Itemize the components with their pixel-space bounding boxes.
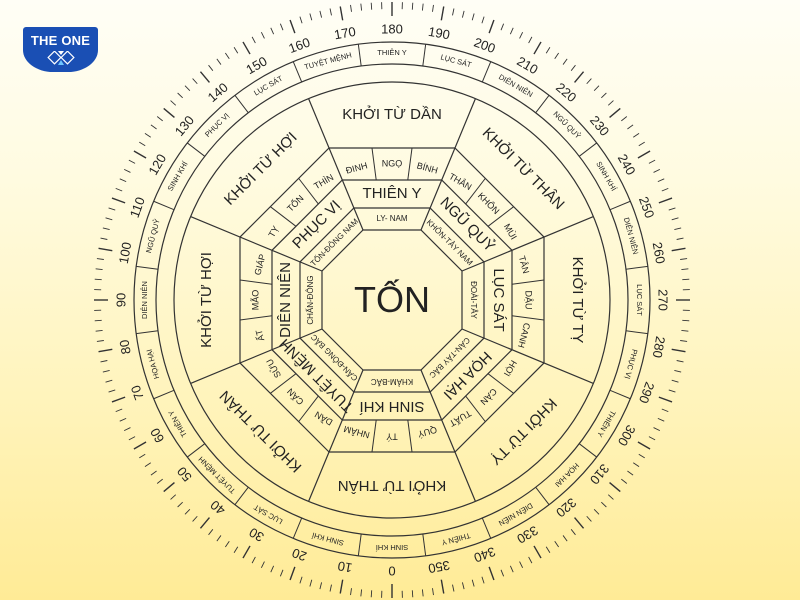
center-trigram-label: TỐN bbox=[354, 278, 430, 320]
mountain-label: MÙI bbox=[502, 222, 519, 241]
degree-label: 0 bbox=[388, 564, 395, 579]
mountain-label: TÂN bbox=[517, 255, 531, 275]
degree-label: 70 bbox=[128, 383, 147, 402]
degree-label: 250 bbox=[636, 195, 658, 221]
mountain-label: ẤT bbox=[254, 328, 267, 342]
outer-ring-star: SINH KHÍ bbox=[594, 160, 619, 193]
outer-ring-star: THIÊN Y bbox=[377, 48, 406, 57]
outer-ring-star: THIÊN Y bbox=[441, 531, 472, 547]
outer-ring-star: LỤC SÁT bbox=[440, 52, 473, 69]
mountain-label: THÌN bbox=[312, 172, 335, 191]
degree-label: 200 bbox=[472, 35, 498, 57]
mountain-label: DẦN bbox=[313, 409, 334, 427]
mountain-label: CẤN bbox=[285, 386, 306, 407]
mountain-label: GIÁP bbox=[252, 253, 267, 276]
outer-ring-star: HỌA HẠI bbox=[553, 461, 581, 489]
degree-label: 300 bbox=[615, 422, 639, 448]
mountain-label: HỢI bbox=[502, 359, 519, 378]
degree-label: 50 bbox=[174, 464, 195, 485]
degree-label: 170 bbox=[333, 24, 357, 43]
start-point-label: KHỞI TỪ TỴ bbox=[569, 257, 587, 344]
brand-logo: THE ONE bbox=[23, 27, 98, 72]
brand-logo-text: THE ONE bbox=[30, 33, 91, 48]
mountain-label: SỬU bbox=[263, 357, 283, 380]
outer-ring-star: SINH KHÍ bbox=[166, 159, 191, 192]
degree-label: 60 bbox=[147, 426, 167, 446]
outer-ring-star: LỤC SÁT bbox=[252, 502, 284, 526]
degree-label: 80 bbox=[116, 339, 133, 356]
mountain-label: TÝ bbox=[386, 432, 398, 442]
degree-label: 350 bbox=[427, 558, 451, 577]
degree-label: 180 bbox=[381, 21, 403, 36]
degree-label: 260 bbox=[650, 241, 669, 265]
start-point-label: KHỞI TỪ DẦN bbox=[342, 105, 442, 123]
outer-ring-star: PHỤC VỊ bbox=[203, 111, 231, 139]
degree-label: 330 bbox=[514, 523, 540, 547]
outer-ring-star: DIÊN NIÊN bbox=[140, 281, 149, 319]
start-point-label: KHỞI TỪ TỴ bbox=[486, 394, 560, 468]
mountain-label: KHÔN bbox=[476, 191, 501, 216]
degree-label: 110 bbox=[127, 195, 148, 220]
mountain-label: TỴ bbox=[266, 224, 280, 239]
outer-ring-star: NGŨ QUỶ bbox=[144, 218, 162, 254]
mountain-label: NHÂM bbox=[343, 424, 371, 441]
mountain-label: DẬU bbox=[524, 290, 534, 309]
outer-ring-star: NGŨ QUỶ bbox=[551, 109, 582, 140]
degree-label: 100 bbox=[116, 241, 135, 265]
trigram-label: ĐOÀI-TÂY bbox=[469, 281, 478, 319]
star-label: SINH KHÍ bbox=[359, 398, 425, 415]
outer-ring-star: LỤC SÁT bbox=[635, 284, 644, 316]
start-point-label: KHỞI TỪ HỢI bbox=[197, 252, 215, 348]
outer-ring-star: HỌA HẠI bbox=[145, 348, 162, 380]
outer-ring-star: DIÊN NIÊN bbox=[497, 72, 534, 99]
degree-label: 120 bbox=[145, 151, 169, 177]
outer-ring-star: DIÊN NIÊN bbox=[497, 501, 534, 528]
star-label: THIÊN Y bbox=[363, 185, 422, 202]
degree-ticks bbox=[94, 2, 690, 598]
trigram-label: CHẤN-ĐÔNG bbox=[305, 275, 315, 324]
mountain-label: CÀN bbox=[478, 386, 499, 407]
mountain-label: CANH bbox=[516, 322, 532, 349]
degree-label: 10 bbox=[337, 558, 354, 575]
degree-label: 190 bbox=[427, 24, 451, 43]
mountain-label: BÍNH bbox=[416, 160, 439, 175]
degree-label: 210 bbox=[514, 53, 540, 77]
trigram-label: LY- NAM bbox=[376, 214, 407, 223]
outer-ring-star: LỤC SÁT bbox=[252, 74, 284, 98]
outer-ring-star: SINH KHÍ bbox=[375, 543, 408, 552]
degree-label: 340 bbox=[472, 544, 498, 566]
start-point-label: KHỞI TỪ THÂN bbox=[338, 477, 446, 495]
degree-label: 30 bbox=[246, 525, 266, 545]
degree-label: 40 bbox=[207, 497, 228, 518]
degree-label: 290 bbox=[636, 380, 658, 406]
degree-label: 270 bbox=[656, 289, 671, 311]
mountain-label: TỐN bbox=[284, 192, 305, 213]
compass-rings bbox=[133, 41, 651, 559]
outer-ring-star: PHỤC VỊ bbox=[623, 348, 640, 380]
trigram-label: KHẢM-BẮC bbox=[371, 377, 413, 386]
mountain-label: NGỌ bbox=[382, 158, 403, 168]
start-point-label: KHỞI TỪ HỢI bbox=[220, 128, 300, 208]
degree-label: 240 bbox=[615, 151, 639, 177]
mountain-label: QUÝ bbox=[417, 425, 438, 440]
brand-mark-icon bbox=[46, 51, 75, 65]
outer-ring-star: SINH KHÍ bbox=[310, 530, 345, 547]
mountain-label: MÃO bbox=[250, 290, 260, 311]
mountain-label: ĐINH bbox=[345, 160, 369, 175]
degree-label: 160 bbox=[287, 35, 313, 57]
degree-label: 90 bbox=[113, 293, 128, 307]
degree-label: 20 bbox=[290, 545, 309, 564]
degree-label: 150 bbox=[243, 53, 269, 77]
degree-label: 280 bbox=[650, 335, 669, 359]
star-label: LỤC SÁT bbox=[490, 268, 507, 331]
star-label: DIÊN NIÊN bbox=[277, 262, 294, 338]
